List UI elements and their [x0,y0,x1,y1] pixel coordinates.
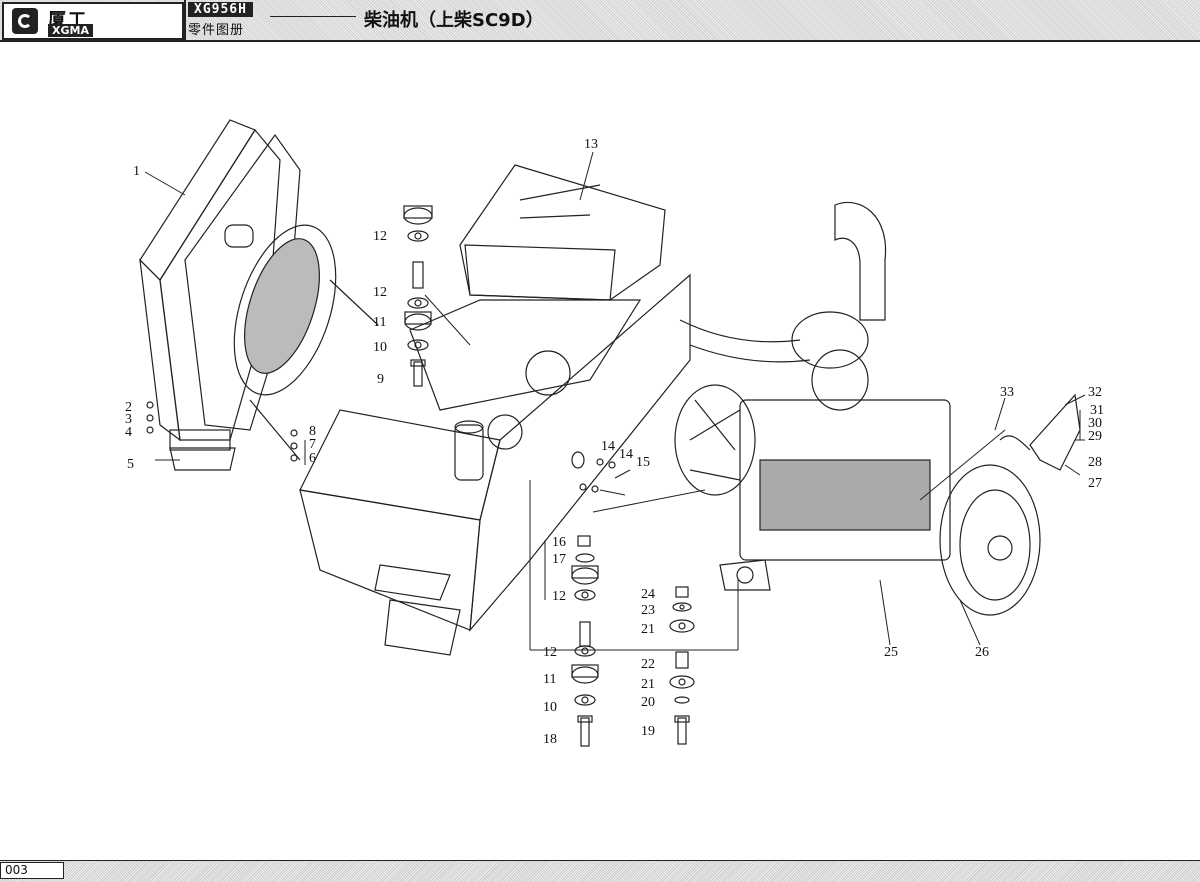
leader-lines [144,151,1086,651]
callout-label: 17 [552,552,566,567]
callout-label: 22 [641,657,655,672]
mount-stack-right [669,586,695,745]
callout-label: 8 [309,424,316,439]
part-callouts: 1 2 3 4 5 6 7 8 9 10 11 12 12 13 14 14 1… [125,137,1104,747]
callout-label: 19 [641,724,655,739]
callout-label: 14 [619,447,633,462]
callout-label: 18 [543,732,557,747]
mount-stack-center [571,535,599,747]
callout-label: 29 [1088,429,1102,444]
callout-label: 23 [641,603,655,618]
tank-and-frame [299,164,691,656]
mount-stack-upper [403,205,433,387]
exploded-parts-diagram: 1 2 3 4 5 6 7 8 9 10 11 12 12 13 14 14 1… [125,119,1104,747]
callout-label: 1 [133,164,140,179]
model-number: XG956H [188,2,253,17]
callout-label: 7 [309,437,316,452]
callout-label: 21 [641,677,655,692]
callout-label: 27 [1088,476,1102,491]
brand-name-en: XGMA [48,24,93,37]
radiator-assembly [139,119,379,471]
callout-label: 5 [127,457,134,472]
callout-label: 33 [1000,385,1014,400]
callout-label: 12 [373,229,387,244]
callout-label: 2 [125,400,132,415]
callout-label: 32 [1088,385,1102,400]
callout-label: 12 [373,285,387,300]
callout-label: 26 [975,645,989,660]
engine-assembly [674,201,1081,616]
small-hardware [146,401,616,493]
page-footer [0,860,1200,882]
callout-label: 11 [543,672,556,687]
page-number: 003 [0,862,64,879]
callout-label: 25 [884,645,898,660]
callout-label: 12 [543,645,557,660]
callout-label: 9 [377,372,384,387]
callout-label: 11 [373,315,386,330]
callout-label: 24 [641,587,655,602]
callout-label: 4 [125,425,132,440]
callout-label: 12 [552,589,566,604]
callout-label: 21 [641,622,655,637]
xgma-logo-icon [12,8,38,34]
callout-label: 10 [373,340,387,355]
callout-label: 14 [601,439,615,454]
page-title: 柴油机（上柴SC9D） [364,10,544,31]
callout-label: 28 [1088,455,1102,470]
callout-label: 10 [543,700,557,715]
header-rule [270,16,356,17]
callout-label: 31 [1090,403,1104,418]
page-header: 厦工 XGMA XG956H 零件图册 柴油机（上柴SC9D） [0,0,1200,42]
callout-label: 20 [641,695,655,710]
callout-label: 30 [1088,416,1102,431]
brand-logo: 厦工 XGMA [2,2,184,40]
callout-label: 6 [309,451,316,466]
header-divider [184,0,186,40]
callout-label: 3 [125,412,132,427]
callout-label: 15 [636,455,650,470]
catalog-subtitle: 零件图册 [188,23,245,38]
callout-label: 16 [552,535,566,550]
callout-label: 13 [584,137,598,152]
